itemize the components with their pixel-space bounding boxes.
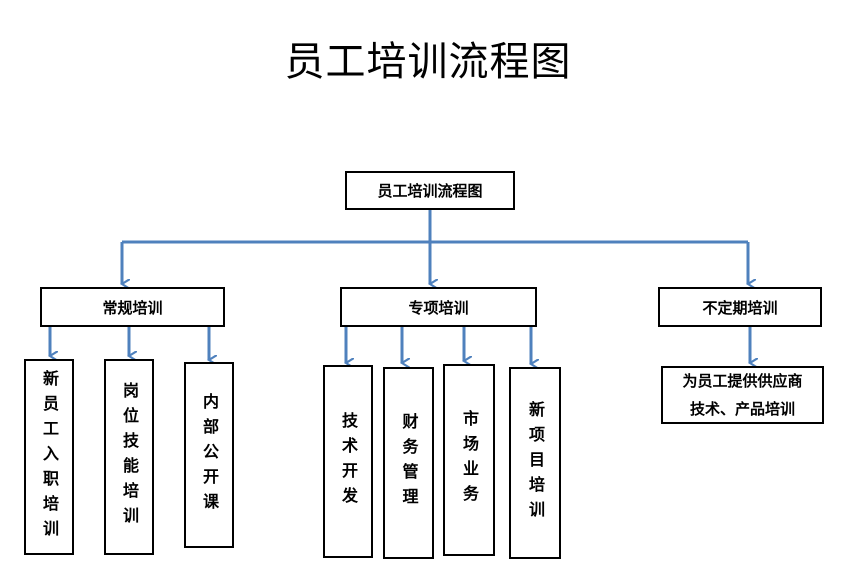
supplier-training-line-1: 为员工提供供应商 (682, 372, 803, 390)
item-node-financial-management: 财务管理 (383, 367, 434, 559)
item-node-new-employee-onboarding: 新员工入职培训 (24, 359, 74, 555)
supplier-training-line-2: 技术、产品培训 (689, 400, 795, 418)
category-node-irregular: 不定期培训 (658, 287, 822, 327)
page-title: 员工培训流程图 (284, 39, 572, 85)
category-node-special: 专项培训 (340, 287, 537, 327)
category-node-regular: 常规培训 (40, 287, 225, 327)
root-node: 员工培训流程图 (345, 171, 515, 210)
item-node-new-project: 新项目培训 (509, 367, 561, 559)
item-node-job-skills: 岗位技能培训 (104, 359, 154, 555)
item-node-market-business: 市场业务 (443, 364, 495, 556)
item-node-internal-open-class: 内部公开课 (184, 362, 234, 548)
item-node-tech-development: 技术开发 (323, 365, 373, 558)
item-node-supplier-training: 为员工提供供应商 技术、产品培训 (661, 366, 824, 424)
